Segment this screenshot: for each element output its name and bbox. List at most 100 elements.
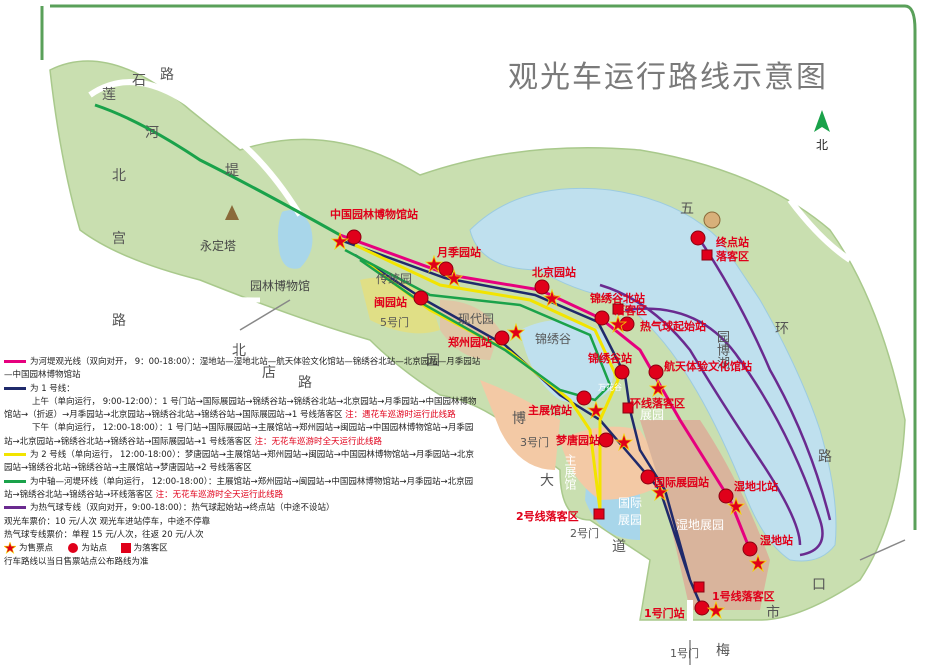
legend-line1: 为 1 号线： bbox=[4, 383, 524, 396]
stop-main-hall bbox=[576, 390, 592, 406]
legend-sym-ticket: 为售票点 bbox=[19, 543, 54, 554]
ticket-star bbox=[542, 288, 562, 308]
legend-line2: 为 2 号线（单向运行， 12:00-18:00）：梦唐园站→主展馆站→郑州园站… bbox=[4, 449, 524, 462]
stop-beijing bbox=[534, 279, 550, 295]
stop-label-hangtian: 航天体验文化馆站 bbox=[664, 360, 752, 373]
road-lian: 莲 bbox=[102, 87, 116, 103]
drop-line2 bbox=[593, 508, 605, 520]
label-yuanlin-bowuguan: 园林博物馆 bbox=[250, 279, 311, 293]
label-gate3: 3号门 bbox=[520, 436, 549, 449]
ticket-star bbox=[586, 400, 606, 420]
ticket-star bbox=[444, 268, 464, 288]
road-kou: 口 bbox=[812, 577, 826, 593]
stop-jxg-north bbox=[594, 310, 610, 326]
map-border bbox=[50, 4, 917, 530]
road-bei1: 北 bbox=[112, 168, 126, 184]
north-label: 北 bbox=[816, 138, 829, 152]
ticket-star bbox=[748, 553, 768, 573]
stop-museum bbox=[346, 229, 362, 245]
label-gate5: 5号门 bbox=[380, 316, 409, 329]
legend-zhong-text: 为中轴—河堤环线（单向运行， 12:00-18:00）：主展馆站→郑州园站→闽园… bbox=[30, 476, 474, 487]
label-guoji-zhanyuan: 国际展园 bbox=[618, 496, 643, 527]
zone-wetland bbox=[640, 420, 770, 610]
label-yongdingta: 永定塔 bbox=[200, 239, 237, 253]
ticket-star bbox=[506, 322, 526, 342]
stop-label-mengtang: 梦唐园站 bbox=[556, 434, 600, 447]
stop-label-zhengzhou: 郑州园站 bbox=[448, 336, 492, 349]
ticket-star bbox=[614, 432, 634, 452]
stop-yueji bbox=[438, 261, 454, 277]
stop-circle-icon bbox=[67, 543, 78, 554]
road-lu4: 路 bbox=[298, 375, 312, 391]
stop-wetland-north bbox=[718, 488, 734, 504]
label-gate2: 2号门 bbox=[570, 527, 599, 540]
stop-label-beijing: 北京园站 bbox=[532, 266, 576, 279]
stop-mengtang bbox=[598, 432, 614, 448]
label-shidi-zhanyuan: 湿地展园 bbox=[676, 518, 725, 532]
stop-label-ring-drop: 环线落客区 bbox=[630, 397, 685, 410]
road-lu3: 路 bbox=[818, 449, 832, 465]
lake-yuanbohu bbox=[469, 187, 837, 562]
legend-line1-pm: 下午（单向运行， 12:00-18:00）：1 号门站→国际展园站→主展馆站→郑… bbox=[32, 423, 474, 434]
legend-footer: 行车路线以当日售票站点公布路线为准 bbox=[4, 556, 149, 567]
legend-sym-stop: 为站点 bbox=[81, 543, 108, 554]
legend-line1-text: 为 1 号线： bbox=[30, 383, 75, 394]
legend-line1-am-cont: 馆站→（折返）→月季园站→北京园站→锦绣谷北站→锦绣谷站→国际展园站→1 号线落… bbox=[4, 409, 524, 422]
ticket-star bbox=[424, 254, 444, 274]
legend-sym-drop: 为落客区 bbox=[133, 543, 168, 554]
ticket-star bbox=[706, 600, 726, 620]
legend-line2-text: 为 2 号线（单向运行， 12:00-18:00）：梦唐园站→主展馆站→郑州园站… bbox=[30, 450, 475, 461]
legend-zhong-note: 注：无花车巡游时全天运行此线路 bbox=[155, 489, 284, 500]
swatch-hedi bbox=[4, 360, 26, 363]
road-lu1: 路 bbox=[160, 67, 174, 83]
legend-zhong: 为中轴—河堤环线（单向运行， 12:00-18:00）：主展馆站→郑州园站→闽园… bbox=[4, 476, 524, 489]
legend-line1-pm-note: 注：无花车巡游时全天运行此线路 bbox=[254, 436, 382, 447]
stop-label-terminal-drop: 落客区 bbox=[716, 250, 749, 263]
swatch-balloon bbox=[4, 506, 26, 510]
drop-ring bbox=[622, 402, 634, 414]
stop-gate1 bbox=[694, 600, 710, 616]
label-gate1: 1号门 bbox=[670, 647, 699, 660]
route-hedi bbox=[339, 233, 752, 551]
stop-label-wetland-north: 湿地北站 bbox=[734, 480, 778, 493]
stop-label-line2-drop: 2号线落客区 bbox=[516, 510, 579, 523]
route-hedi-green bbox=[94, 103, 341, 237]
legend-zhong-cont-text: 站→锦绣谷北站→锦绣谷站→环线落客区 bbox=[4, 489, 153, 500]
road-line-2 bbox=[859, 539, 906, 561]
stop-label-jxg-north: 锦绣谷北站 bbox=[590, 292, 645, 305]
stop-label-line1-drop: 1号线落客区 bbox=[712, 590, 775, 603]
stop-label-yueji: 月季园站 bbox=[437, 246, 481, 259]
legend-balloon-text: 为热气球专线（双向对开，9:00-18:00）：热气球起始站→终点站（中途不设站… bbox=[30, 503, 335, 514]
ticket-star bbox=[648, 378, 668, 398]
road-hedi bbox=[88, 79, 303, 217]
road-gong: 宫 bbox=[112, 231, 126, 247]
legend-hedi-cont: —中国园林博物馆站 bbox=[4, 370, 81, 381]
road-mei: 梅 bbox=[716, 643, 730, 659]
label-chuantongyuan: 传统园 bbox=[376, 272, 413, 286]
legend-line1-pm-cont: 站→北京园站→锦绣谷北站→锦绣谷站→国际展园站→1 号线落客区 注：无花车巡游时… bbox=[4, 436, 524, 449]
ticket-star bbox=[650, 482, 670, 502]
route-zhong bbox=[344, 248, 612, 402]
balloon-icon bbox=[703, 211, 721, 229]
legend-line2-cont: 园站→锦绣谷北站→锦绣谷站→主展馆站→梦唐园站→2 号线落客区 bbox=[4, 463, 252, 474]
label-wanhua: 万花谷 bbox=[598, 383, 622, 392]
label-jinxiugu: 锦绣谷 bbox=[535, 332, 572, 346]
legend-zhong-cont: 站→锦绣谷北站→锦绣谷站→环线落客区 注：无花车巡游时全天运行此线路 bbox=[4, 489, 524, 502]
ticket-star bbox=[330, 231, 350, 251]
road-yuan: 园 bbox=[426, 353, 440, 369]
stop-wetland bbox=[742, 541, 758, 557]
stop-label-museum: 中国园林博物馆站 bbox=[330, 208, 418, 221]
route-2 bbox=[354, 243, 620, 511]
ticket-star-icon bbox=[4, 542, 16, 555]
valley-pond bbox=[520, 320, 614, 404]
swatch-zhong bbox=[4, 479, 26, 483]
stop-label-drop-jxg: 落客区 bbox=[614, 304, 647, 317]
swatch-line1 bbox=[4, 386, 26, 390]
legend-hedi: 为河堤观光线（双向对开， 9：00-18:00）：湿地站—湿地北站—航天体验文化… bbox=[4, 356, 524, 369]
route-balloon bbox=[599, 239, 832, 557]
road-bo: 博 bbox=[512, 411, 526, 427]
road-wuhuan bbox=[787, 198, 852, 263]
stop-label-min: 闽园站 bbox=[374, 296, 407, 309]
road-wu: 五 bbox=[680, 201, 694, 217]
swatch-line2 bbox=[4, 453, 26, 457]
